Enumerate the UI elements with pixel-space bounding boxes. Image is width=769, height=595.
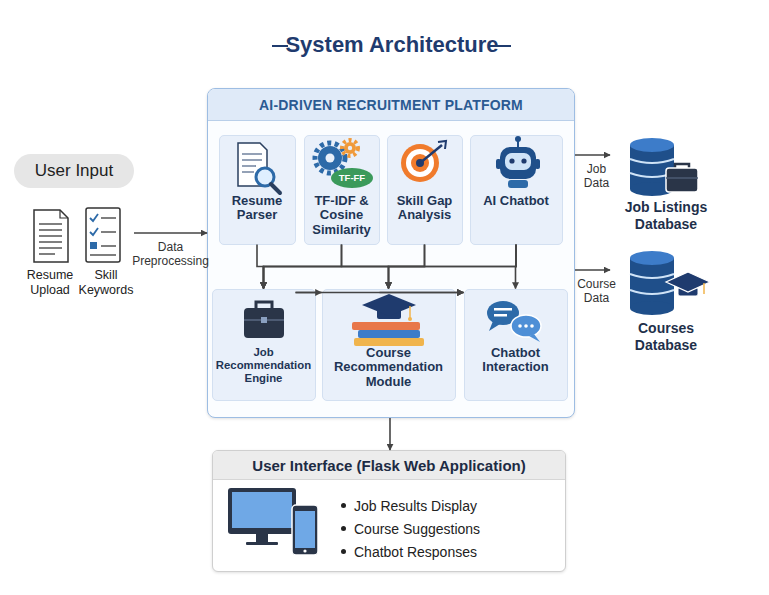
connector <box>575 269 610 271</box>
edge-label: Job Data <box>573 162 621 191</box>
bullet-row: Chatbot Responses <box>341 540 561 563</box>
node-label: AI Chatbot <box>474 194 559 209</box>
connector <box>342 245 389 289</box>
platform-box: AI-DRIVEN RECRUITMENT PLATFORM Resume Par… <box>207 88 575 418</box>
engine-card: Course Recommendation Module <box>322 289 456 401</box>
resume-icon <box>34 210 68 262</box>
job-db-icon <box>630 138 698 196</box>
input-pill: User Input <box>14 154 134 188</box>
module-card: TF-IDF & Cosine Similarity <box>304 135 380 245</box>
connector <box>296 292 464 294</box>
ui-box: User Interface (Flask Web Application)Jo… <box>212 450 566 572</box>
connector <box>463 292 464 294</box>
ui-heading: User Interface (Flask Web Application) <box>213 451 565 480</box>
node-label: Resume Parser <box>223 194 292 224</box>
node-label: Course Recommendation Module <box>326 346 452 391</box>
node-label: User Input <box>35 161 113 181</box>
module-card: Resume Parser <box>219 135 296 245</box>
connector <box>515 245 517 289</box>
node-label: TF-IDF & Cosine Similarity <box>308 194 376 239</box>
diagram-title: System Architecture <box>192 32 592 58</box>
course-db-icon <box>630 251 710 315</box>
connector <box>575 154 610 156</box>
connector <box>264 245 342 289</box>
node-label: Job Recommendation Engine <box>216 346 312 385</box>
input-item: Resume Upload <box>22 206 78 306</box>
node-label: Skill Keywords <box>78 268 134 298</box>
bullet-row: Course Suggestions <box>341 517 561 540</box>
connector <box>380 292 464 294</box>
connector <box>257 245 264 289</box>
bullet-text: Job Results Display <box>354 498 477 514</box>
connector <box>389 245 425 289</box>
edge-label: Course Data <box>573 277 621 306</box>
bullet-dot <box>341 503 346 508</box>
checklist-icon <box>86 208 120 262</box>
bullet-text: Chatbot Responses <box>354 544 477 560</box>
module-card: AI Chatbot <box>470 135 563 245</box>
node-label: Courses Database <box>610 320 722 354</box>
bullet-dot <box>341 526 346 531</box>
edge-label: Data Preprocessing <box>131 240 211 269</box>
bullet-row: Job Results Display <box>341 494 561 517</box>
connector <box>264 245 425 289</box>
node-label: Skill Gap Analysis <box>391 194 459 224</box>
connector <box>264 245 517 289</box>
connector <box>134 232 207 234</box>
bullet-list: Job Results DisplayCourse SuggestionsCha… <box>213 480 565 567</box>
database: Job Listings Database <box>610 135 722 235</box>
engine-card: Chatbot Interaction <box>464 289 568 401</box>
node-label: Resume Upload <box>22 268 78 298</box>
database: Courses Database <box>610 248 722 360</box>
module-card: Skill Gap Analysis <box>387 135 463 245</box>
node-label: Chatbot Interaction <box>468 346 564 376</box>
icon-badge-text: TF-FF <box>331 172 373 183</box>
platform-heading: AI-DRIVEN RECRUITMENT PLATFORM <box>208 89 574 121</box>
bullet-text: Course Suggestions <box>354 521 480 537</box>
engine-card: Job Recommendation Engine <box>212 289 316 401</box>
input-item: Skill Keywords <box>78 206 134 306</box>
connector <box>389 245 517 289</box>
connector <box>389 418 391 450</box>
bullet-dot <box>341 549 346 554</box>
node-label: Job Listings Database <box>610 199 722 233</box>
connector <box>296 292 322 294</box>
